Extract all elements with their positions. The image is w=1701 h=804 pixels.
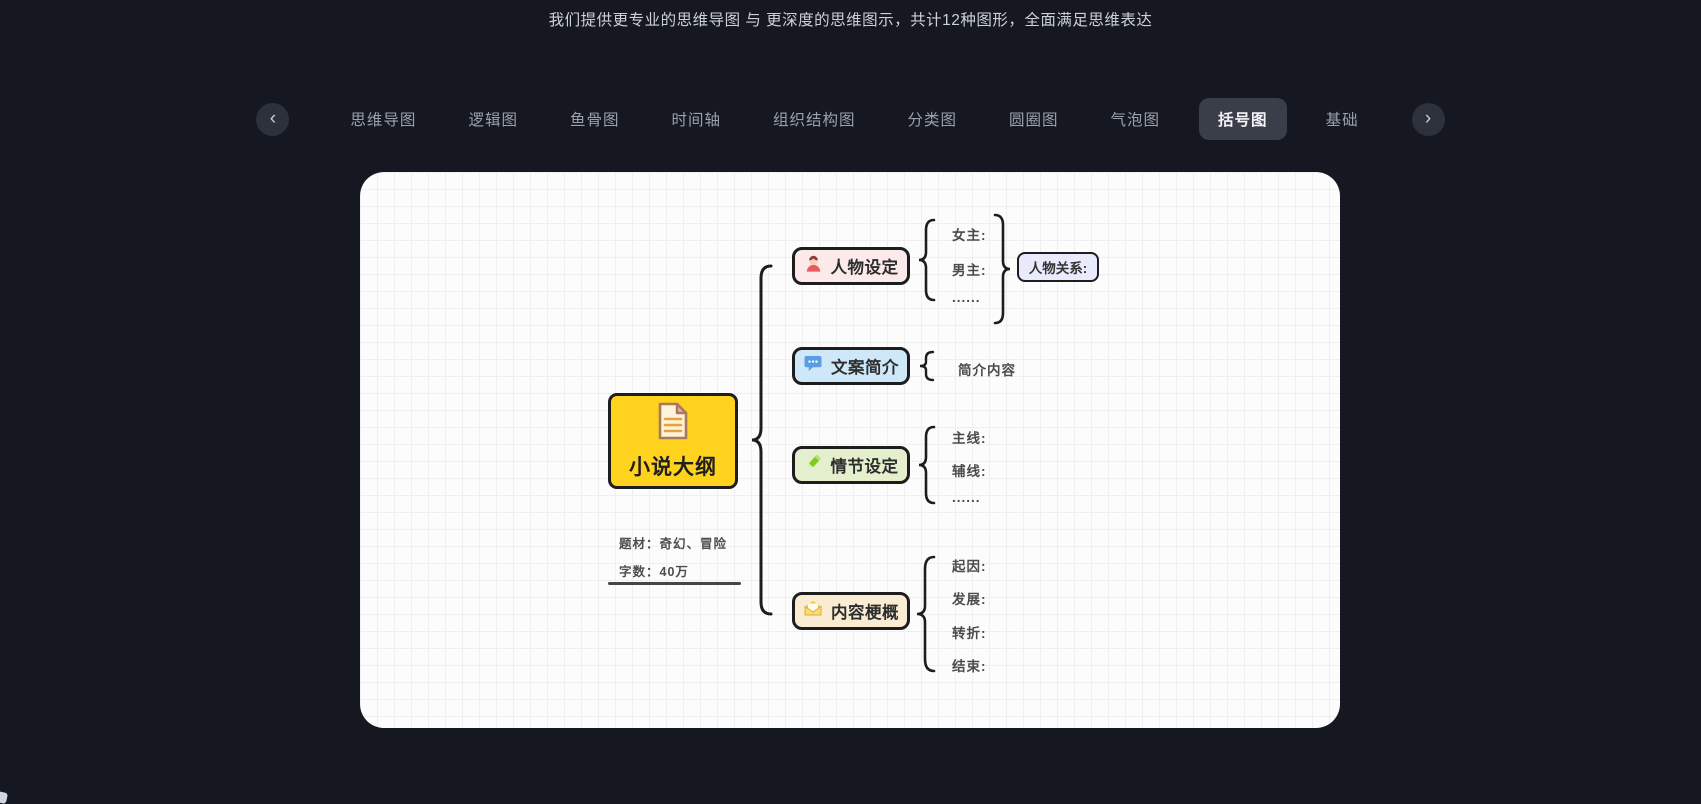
branch-node-copy-intro: 文案简介 bbox=[792, 347, 910, 385]
prev-arrow-button[interactable]: ‹ bbox=[256, 102, 290, 136]
note-theme: 题材：奇幻、冒险 bbox=[619, 537, 728, 551]
copy-brace bbox=[919, 350, 935, 382]
chevron-right-icon: › bbox=[1424, 108, 1432, 129]
leaf-twist: 转折: bbox=[952, 626, 987, 641]
branch-label: 内容梗概 bbox=[831, 604, 899, 622]
leaf-cause: 起因: bbox=[952, 559, 987, 574]
leaf-ellipsis: ...... bbox=[952, 490, 981, 505]
branch-node-characters: 人物设定 bbox=[792, 247, 910, 285]
person-icon bbox=[804, 254, 823, 278]
note-wordcount: 字数：40万 bbox=[619, 565, 689, 579]
document-icon bbox=[656, 402, 690, 445]
branch-label: 情节设定 bbox=[830, 458, 899, 476]
tab-circle[interactable]: 圆圈图 bbox=[1009, 112, 1059, 129]
branch-node-plot: 情节设定 bbox=[792, 446, 910, 484]
branch-label: 人物设定 bbox=[830, 259, 899, 277]
tab-bubble[interactable]: 气泡图 bbox=[1110, 112, 1161, 129]
notes-underline bbox=[608, 582, 741, 585]
branch-node-synopsis: 内容梗概 bbox=[792, 592, 910, 630]
leaf-intro-content: 简介内容 bbox=[958, 363, 1016, 378]
tab-orgchart[interactable]: 组织结构图 bbox=[772, 112, 856, 129]
branch-label: 文案简介 bbox=[831, 359, 899, 377]
tab-timeline[interactable]: 时间轴 bbox=[671, 112, 721, 129]
characters-brace bbox=[918, 218, 936, 302]
plot-brace bbox=[918, 425, 936, 505]
leaf-mainline: 主线: bbox=[952, 431, 987, 446]
pencil-icon bbox=[804, 453, 823, 477]
tab-basic[interactable]: 基础 bbox=[1325, 112, 1359, 129]
tab-category[interactable]: 分类图 bbox=[907, 112, 958, 129]
leaf-subline: 辅线: bbox=[952, 464, 987, 479]
root-notes: 题材：奇幻、冒险 字数：40万 bbox=[619, 533, 727, 589]
root-node-novel-outline: 小说大纲 bbox=[608, 393, 738, 489]
chevron-left-icon: ‹ bbox=[269, 108, 277, 129]
relations-closing-brace bbox=[993, 213, 1012, 325]
sub-node-relations: 人物关系: bbox=[1017, 252, 1099, 282]
sub-node-label: 人物关系: bbox=[1028, 261, 1088, 276]
next-arrow-button[interactable]: › bbox=[1411, 102, 1445, 136]
bottom-left-fragment bbox=[0, 790, 9, 804]
synopsis-brace bbox=[916, 555, 936, 673]
leaf-ellipsis: ...... bbox=[952, 290, 981, 305]
root-node-label: 小说大纲 bbox=[629, 455, 717, 479]
leaf-hero: 男主: bbox=[952, 263, 987, 278]
tab-fishbone[interactable]: 鱼骨图 bbox=[569, 112, 620, 129]
diagram-type-tabstrip: ‹ 思维导图 逻辑图 鱼骨图 时间轴 组织结构图 分类图 圆圈图 气泡图 括号图… bbox=[0, 98, 1701, 140]
tab-logic[interactable]: 逻辑图 bbox=[468, 112, 518, 129]
root-brace bbox=[751, 264, 775, 616]
leaf-ending: 结束: bbox=[952, 659, 987, 674]
speech-bubble-icon bbox=[803, 355, 823, 377]
diagram-preview-canvas: 小说大纲 题材：奇幻、冒险 字数：40万 人物设定 女主: 男主: ...... bbox=[360, 172, 1340, 728]
envelope-icon bbox=[803, 600, 823, 622]
tab-mindmap[interactable]: 思维导图 bbox=[350, 112, 417, 129]
leaf-develop: 发展: bbox=[952, 592, 987, 607]
page-title: 我们提供更专业的思维导图 与 更深度的思维图示，共计12种图形，全面满足思维表达 bbox=[548, 12, 1153, 29]
leaf-heroine: 女主: bbox=[952, 228, 987, 243]
tab-bracket[interactable]: 括号图 bbox=[1199, 98, 1287, 140]
